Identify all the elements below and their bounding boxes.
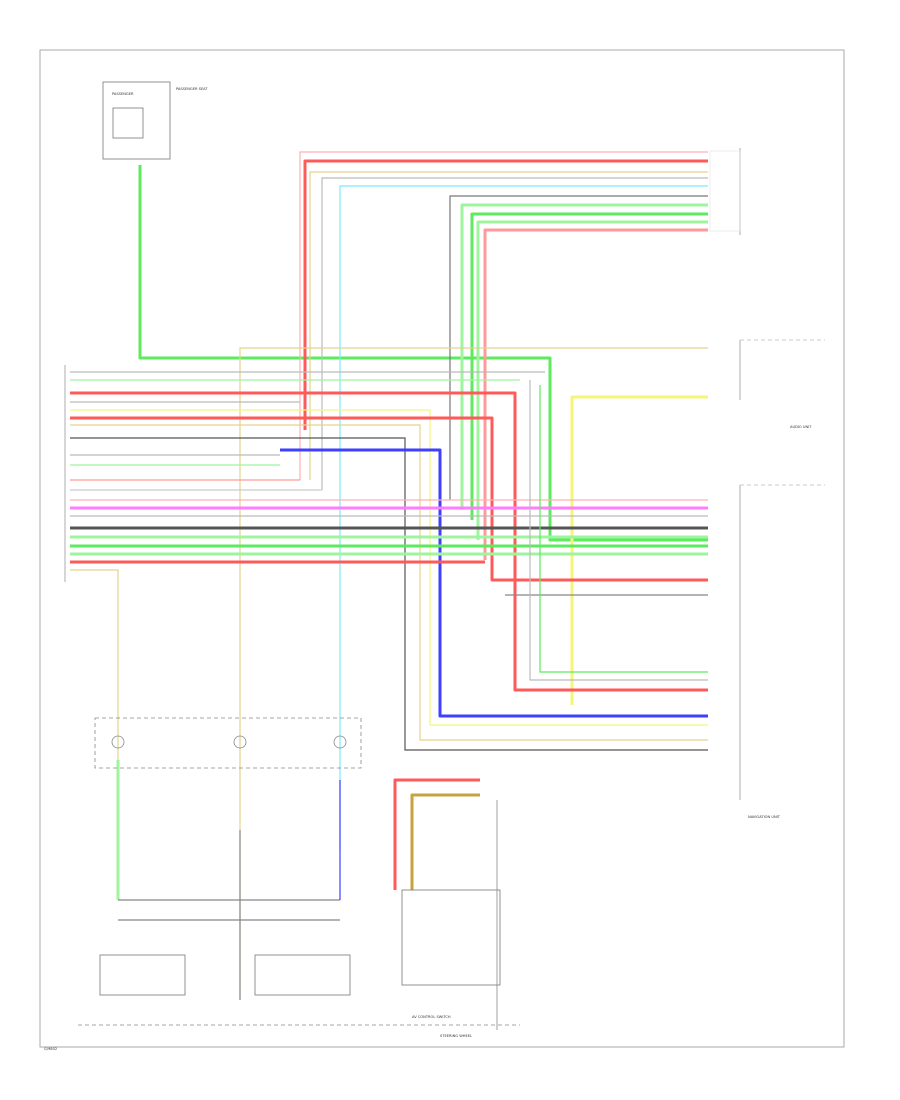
steering-label: STEERING WHEEL [440,1034,472,1038]
audio-unit-connector: AUDIO UNIT [739,339,825,429]
wire-green-top-4 [476,220,708,540]
wire-h-9-blue [280,448,708,718]
wire-nav-green [539,385,708,673]
wire-h-5 [70,409,708,726]
top-module-label: PASSENGER [112,92,134,96]
switch-panel: AV CONTROL SWITCH [393,778,501,1030]
wire-tan-audio [239,347,708,1000]
right-top-connector [709,148,741,235]
connector-circle-2 [233,735,247,749]
wire-pink-top [299,151,708,480]
wire-h-3-red [70,391,708,692]
connector-circle-3 [333,735,347,749]
center-box [94,717,362,769]
top-module: PASSENGER PASSENGER SEAT [102,81,208,160]
switch-group [99,954,351,996]
wire-h-8 [70,437,708,751]
wire-green-top-3 [470,212,708,520]
wire-dark-top [449,195,708,500]
wire-red-top-2 [483,228,708,560]
wire-h-7 [70,424,708,741]
wire-cyan-top [339,185,708,850]
wire-green-top-2 [460,203,708,510]
wire-tan-top [309,171,708,480]
audio-unit-label: AUDIO UNIT [790,425,812,429]
wire-yellow-audio [570,395,708,705]
wire-gray-top [321,177,708,490]
wire-h-6-red [70,416,708,582]
wire-green-top [138,165,708,542]
wire-h-22-tan [70,569,119,880]
diagram-frame [39,49,845,1048]
nav-unit-label: NAVIGATION UNIT [748,815,781,819]
switch-panel-label: AV CONTROL SWITCH [412,1015,451,1019]
top-module-sublabel: PASSENGER SEAT [176,87,208,91]
wire-red-top [303,159,708,430]
corner-label: G/9802 [44,1047,57,1051]
nav-unit-connector: NAVIGATION UNIT [739,484,825,819]
wire-nav-gray-2 [529,380,708,681]
connector-circle-1 [111,735,125,749]
